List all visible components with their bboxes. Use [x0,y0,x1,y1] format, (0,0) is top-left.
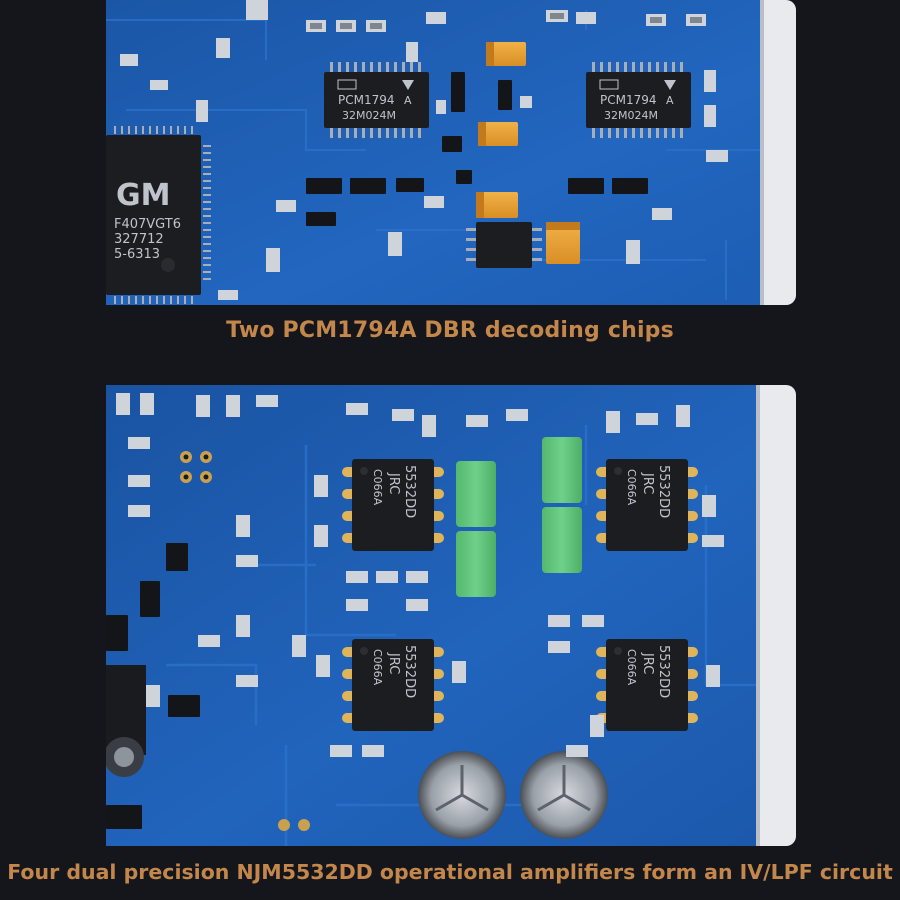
mcu-brand-text: GM [116,178,170,213]
dac-right-suffix-text: A [666,94,674,107]
opamp-tr-part-text: 5532DD [656,465,671,518]
smd-components [106,393,724,829]
opamp-tr-brand-text: JRC [640,472,655,494]
dac-chips-photo: GM F407VGT6 327712 5-6313 [106,0,796,305]
dac-chip-right: PCM1794 A 32M024M [586,62,691,138]
enclosure-edge [756,385,796,846]
opamp-circuit-photo: 5532DD JRC C066A 5532 [106,385,796,846]
opamp-tr-code-text: C066A [625,469,638,506]
dac-right-part-text: PCM1794 [600,93,657,107]
opamp-bl-part-text: 5532DD [402,645,417,698]
opamp-br-part-text: 5532DD [656,645,671,698]
opamp-chip-bottom-left: 5532DD JRC C066A [342,639,444,731]
opamp-bl-code-text: C066A [371,649,384,686]
dac-left-suffix-text: A [404,94,412,107]
ti-logo-icon [402,80,414,90]
opamp-chip-top-right: 5532DD JRC C066A [596,459,698,551]
opamp-tl-brand-text: JRC [386,472,401,494]
electrolytic-capacitors [418,751,608,839]
opamp-circuit-caption: Four dual precision NJM5532DD operationa… [7,860,893,884]
audio-jack [106,665,146,777]
tantalum-capacitors [476,42,580,264]
dac-left-part-text: PCM1794 [338,93,395,107]
opamp-chip-top-left: 5532DD JRC C066A [342,459,444,551]
smd-components [120,0,728,300]
opamp-bl-brand-text: JRC [386,652,401,674]
opamp-tl-part-text: 5532DD [402,465,417,518]
dac-left-code-text: 32M024M [342,109,396,122]
soic-chip [466,222,542,268]
mcu-part-text: F407VGT6 [114,217,181,232]
opamp-chip-bottom-right: 5532DD JRC C066A [596,639,698,731]
pad-grid [180,451,310,831]
ti-logo-icon [664,80,676,90]
dac-chip-left: PCM1794 A 32M024M [324,62,429,138]
opamp-br-brand-text: JRC [640,652,655,674]
dac-right-code-text: 32M024M [604,109,658,122]
enclosure-edge [760,0,796,305]
mcu-chip: GM F407VGT6 327712 5-6313 [106,126,211,304]
opamp-tl-code-text: C066A [371,469,384,506]
film-capacitors [456,437,582,597]
opamp-br-code-text: C066A [625,649,638,686]
mcu-lot-text: 327712 [114,232,164,247]
mcu-code-text: 5-6313 [114,247,160,262]
dac-chips-caption: Two PCM1794A DBR decoding chips [226,318,674,343]
